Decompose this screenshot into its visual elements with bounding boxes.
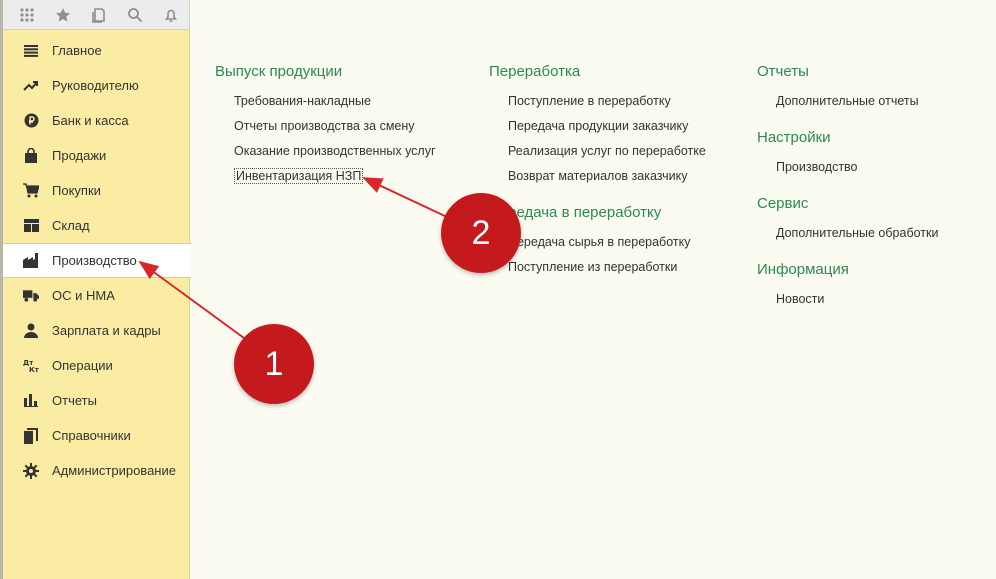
nav-link[interactable]: Поступление в переработку — [489, 93, 706, 118]
section-title: Настройки — [757, 129, 831, 146]
bar-chart-icon — [23, 393, 39, 409]
sidebar-item-4[interactable]: Покупки — [3, 173, 189, 208]
warehouse-grid-icon — [23, 218, 39, 234]
dt-label: Дт — [23, 359, 34, 367]
nav-link-label: Возврат материалов заказчику — [508, 169, 688, 183]
nav-link-label: Реализация услуг по переработке — [508, 144, 706, 158]
sidebar-item-1[interactable]: Руководителю — [3, 68, 189, 103]
sidebar-item-label: Продажи — [52, 148, 107, 163]
nav-link[interactable]: Инвентаризация НЗП — [215, 168, 436, 193]
section-gap — [757, 250, 938, 260]
annotation-badge-1: 1 — [234, 324, 314, 404]
factory-icon — [23, 253, 39, 269]
shopping-bag-icon — [23, 148, 39, 164]
truck-icon — [23, 288, 39, 304]
sidebar-item-label: Операции — [52, 358, 113, 373]
search-icon — [128, 7, 143, 22]
sidebar-item-6[interactable]: Производство — [3, 243, 191, 278]
section-title: Отчеты — [757, 63, 809, 80]
nav-link[interactable]: Отчеты производства за смену — [215, 118, 436, 143]
bell-icon — [164, 9, 178, 22]
nav-link-label: Инвентаризация НЗП — [234, 168, 364, 184]
nav-link[interactable]: Оказание производственных услуг — [215, 143, 436, 168]
sidebar-item-label: Зарплата и кадры — [52, 323, 161, 338]
sidebar-item-label: Администрирование — [52, 463, 176, 478]
sidebar-item-8[interactable]: Зарплата и кадры — [3, 313, 189, 348]
nav-link[interactable]: Дополнительные отчеты — [757, 93, 938, 118]
sidebar-item-11[interactable]: Справочники — [3, 418, 189, 453]
history-icon — [92, 7, 105, 23]
nav-link[interactable]: Реализация услуг по переработке — [489, 143, 706, 168]
star-icon — [56, 7, 70, 22]
sidebar-item-12[interactable]: Администрирование — [3, 453, 189, 488]
apps-grid-icon — [20, 7, 34, 22]
sidebar-item-10[interactable]: Отчеты — [3, 383, 189, 418]
nav-link-label: Дополнительные отчеты — [776, 94, 919, 108]
search-button[interactable] — [117, 0, 153, 30]
trend-up-icon — [23, 78, 39, 94]
sidebar-item-label: Покупки — [52, 183, 101, 198]
nav-link[interactable]: Поступление из переработки — [489, 259, 706, 284]
nav-link[interactable]: Производство — [757, 159, 938, 184]
sidebar-item-label: Производство — [52, 253, 137, 268]
sidebar-item-label: ОС и НМА — [52, 288, 115, 303]
nav-link[interactable]: Требования-накладные — [215, 93, 436, 118]
apps-grid-button[interactable] — [9, 0, 45, 30]
favorites-button[interactable] — [45, 0, 81, 30]
nav-link[interactable]: Новости — [757, 291, 938, 316]
person-icon — [23, 323, 39, 339]
menu-lines-icon — [23, 43, 39, 59]
sidebar-item-0[interactable]: Главное — [3, 33, 189, 68]
top-toolbar — [3, 0, 190, 30]
section-gap — [489, 193, 706, 203]
nav-link-label: Оказание производственных услуг — [234, 144, 436, 158]
nav-link-label: Передача сырья в переработку — [508, 235, 691, 249]
nav-link[interactable]: Передача продукции заказчику — [489, 118, 706, 143]
section-gap — [757, 184, 938, 194]
annotation-badge-2: 2 — [441, 193, 521, 273]
nav-link-label: Требования-накладные — [234, 94, 371, 108]
sidebar-item-label: Справочники — [52, 428, 131, 443]
sidebar-item-3[interactable]: Продажи — [3, 138, 189, 173]
nav-link-label: Новости — [776, 292, 825, 306]
section-title: Переработка — [489, 63, 581, 80]
section-title: Информация — [757, 261, 849, 278]
sidebar-item-label: Отчеты — [52, 393, 97, 408]
gear-icon — [23, 462, 39, 479]
window-left-edge — [0, 0, 3, 579]
sidebar-item-5[interactable]: Склад — [3, 208, 189, 243]
nav-link-label: Передача продукции заказчику — [508, 119, 689, 133]
nav-link-label: Отчеты производства за смену — [234, 119, 415, 133]
sidebar-item-7[interactable]: ОС и НМА — [3, 278, 189, 313]
nav-link[interactable]: Дополнительные обработки — [757, 225, 938, 250]
sidebar-item-label: Руководителю — [52, 78, 139, 93]
section-gap — [757, 118, 938, 128]
nav-link-label: Производство — [776, 160, 858, 174]
history-button[interactable] — [81, 0, 117, 30]
nav-link-label: Поступление из переработки — [508, 260, 678, 274]
nav-link[interactable]: Возврат материалов заказчику — [489, 168, 706, 193]
kt-label: Кт — [29, 366, 39, 373]
nav-link[interactable]: Передача сырья в переработку — [489, 234, 706, 259]
ruble-coin-icon — [23, 113, 39, 129]
section-title: Выпуск продукции — [215, 63, 343, 80]
books-icon — [23, 427, 39, 444]
sidebar-item-2[interactable]: Банк и касса — [3, 103, 189, 138]
cart-icon — [23, 183, 39, 199]
notifications-button[interactable] — [153, 0, 189, 30]
sidebar-item-label: Банк и касса — [52, 113, 129, 128]
section-title: Сервис — [757, 195, 809, 212]
nav-link-label: Поступление в переработку — [508, 94, 671, 108]
nav-link-label: Дополнительные обработки — [776, 226, 939, 240]
section-title: Передача в переработку — [489, 204, 662, 221]
sidebar-item-label: Главное — [52, 43, 102, 58]
sidebar-item-label: Склад — [52, 218, 90, 233]
